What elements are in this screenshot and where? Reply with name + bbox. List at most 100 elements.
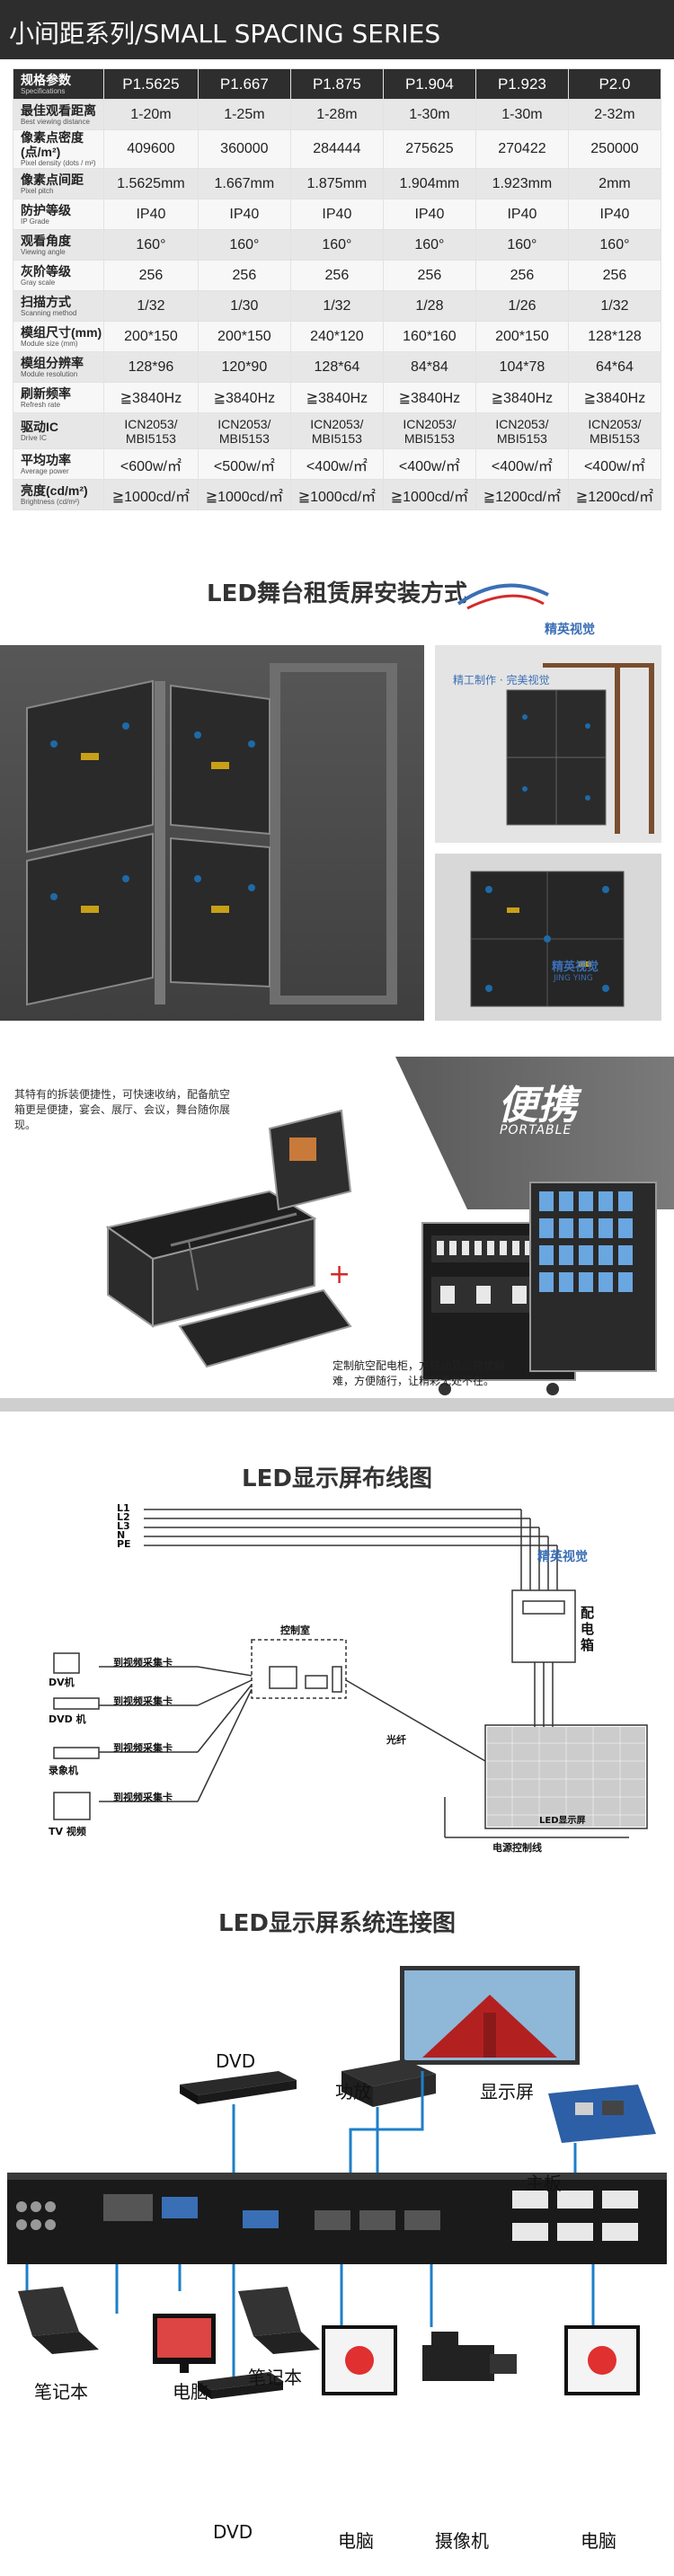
- spec-cell: 160°: [474, 229, 569, 261]
- row-label-en: Refresh rate: [21, 400, 61, 409]
- spec-cell: 84*84: [382, 351, 476, 383]
- spec-cell: 2mm: [567, 168, 662, 199]
- row-label-en: Specifications: [21, 86, 66, 95]
- row-label-en: Module resolution: [21, 369, 78, 378]
- spec-cell: 1.5625mm: [103, 168, 199, 199]
- spec-cell: <500w/㎡: [197, 448, 291, 480]
- row-label-cn: 刷新频率: [21, 385, 71, 401]
- laptop-left-label: 笔记本: [34, 2381, 88, 2403]
- row-label-cn: 像素点间距: [21, 172, 84, 187]
- power-line-label: 电源控制线: [492, 1842, 542, 1854]
- system-section-title: LED显示屏系统连接图: [218, 1910, 456, 1937]
- wiring-watermark: 精英视觉: [537, 1550, 588, 1564]
- capture-label-1: 到视频采集卡: [113, 1657, 173, 1669]
- row-label-en: Pixel pitch: [21, 186, 54, 195]
- mainboard-label: 主板: [526, 2173, 562, 2194]
- spec-cell: IP40: [197, 199, 291, 230]
- pc-right-label: 电脑: [581, 2530, 616, 2552]
- phase-label-l3: L3: [117, 1520, 130, 1532]
- spec-cell: 256: [567, 260, 662, 291]
- series-header-bar: 小间距系列/SMALL SPACING SERIES: [0, 0, 674, 59]
- spec-cell: ICN2053/ MBI5153: [103, 412, 199, 449]
- spec-cell: 160*160: [382, 321, 476, 352]
- spec-cell: <400w/㎡: [382, 448, 476, 480]
- row-label-en: Viewing angle: [21, 247, 66, 256]
- spec-cell: IP40: [382, 199, 476, 230]
- row-label: 像素点密度(点/m²)Pixel density (dots / m²): [13, 129, 104, 169]
- spec-cell: 1-25m: [197, 99, 291, 130]
- brand-logo-swoosh: [457, 583, 549, 610]
- install-section-title: LED舞台租赁屏安装方式: [207, 580, 467, 607]
- spec-cell: 1.904mm: [382, 168, 476, 199]
- spec-cell: <400w/㎡: [289, 448, 384, 480]
- row-label-cn: 亮度(cd/m²): [21, 482, 88, 498]
- spec-cell: ICN2053/ MBI5153: [289, 412, 384, 449]
- capture-label-4: 到视频采集卡: [113, 1792, 173, 1803]
- row-label-cn: 模组分辨率: [21, 355, 84, 370]
- row-label-cn: 像素点密度(点/m²): [21, 130, 84, 159]
- spec-cell: ≧1000cd/㎡: [103, 479, 199, 510]
- spec-cell: 1-20m: [103, 99, 199, 130]
- spec-cell: 360000: [197, 129, 291, 169]
- spec-cell: 1-30m: [382, 99, 476, 130]
- spec-cell: IP40: [567, 199, 662, 230]
- spec-cell: 128*128: [567, 321, 662, 352]
- portable-note-text: 定制航空配电柜，方移动显示排忧解难，方便随行，让精彩无处不在。: [333, 1359, 506, 1387]
- spec-cell: ≧1200cd/㎡: [474, 479, 569, 510]
- system-connection-diagram: [7, 1966, 667, 2399]
- spec-cell: 160°: [289, 229, 384, 261]
- spec-cell: 284444: [289, 129, 384, 169]
- spec-cell: 275625: [382, 129, 476, 169]
- spec-cell: 128*64: [289, 351, 384, 383]
- model-header: P1.5625: [103, 68, 199, 100]
- device-label-dv: DV机: [49, 1677, 75, 1688]
- rental-frame-illustration: [26, 663, 397, 1006]
- model-header: P1.904: [382, 68, 476, 100]
- spec-cell: ICN2053/ MBI5153: [197, 412, 291, 449]
- spec-cell: 270422: [474, 129, 569, 169]
- spec-cell: ≧3840Hz: [382, 382, 476, 413]
- row-label-cn: 观看角度: [21, 233, 71, 248]
- side-photo-watermark: 精工制作 · 完美视觉: [453, 674, 550, 686]
- spec-cell: 160°: [382, 229, 476, 261]
- portable-title: 便携: [498, 1083, 577, 1129]
- model-header: P1.875: [289, 68, 384, 100]
- row-label-en: Gray scale: [21, 278, 56, 287]
- spec-cell: ICN2053/ MBI5153: [567, 412, 662, 449]
- spec-cell: 256: [382, 260, 476, 291]
- spec-cell: 160°: [197, 229, 291, 261]
- display-label: LED显示屏: [539, 1816, 586, 1826]
- spec-cell: 1/28: [382, 290, 476, 322]
- amplifier-label: 功放: [335, 2081, 371, 2102]
- spec-cell: <400w/㎡: [567, 448, 662, 480]
- spec-cell: 256: [197, 260, 291, 291]
- spec-cell: 120*90: [197, 351, 291, 383]
- svg-text:+: +: [328, 1259, 350, 1290]
- row-label-cn: 规格参数: [21, 72, 71, 87]
- spec-cell: 1-28m: [289, 99, 384, 130]
- spec-cell: 250000: [567, 129, 662, 169]
- portable-panel: +: [0, 1057, 674, 1412]
- wiring-diagram: [53, 1509, 648, 1838]
- spec-cell: ≧3840Hz: [103, 382, 199, 413]
- spec-cell: ≧1000cd/㎡: [197, 479, 291, 510]
- spec-cell: 2-32m: [567, 99, 662, 130]
- spec-cell: 1/30: [197, 290, 291, 322]
- spec-cell: 409600: [103, 129, 199, 169]
- spec-cell: 160°: [567, 229, 662, 261]
- spec-cell: 160°: [103, 229, 199, 261]
